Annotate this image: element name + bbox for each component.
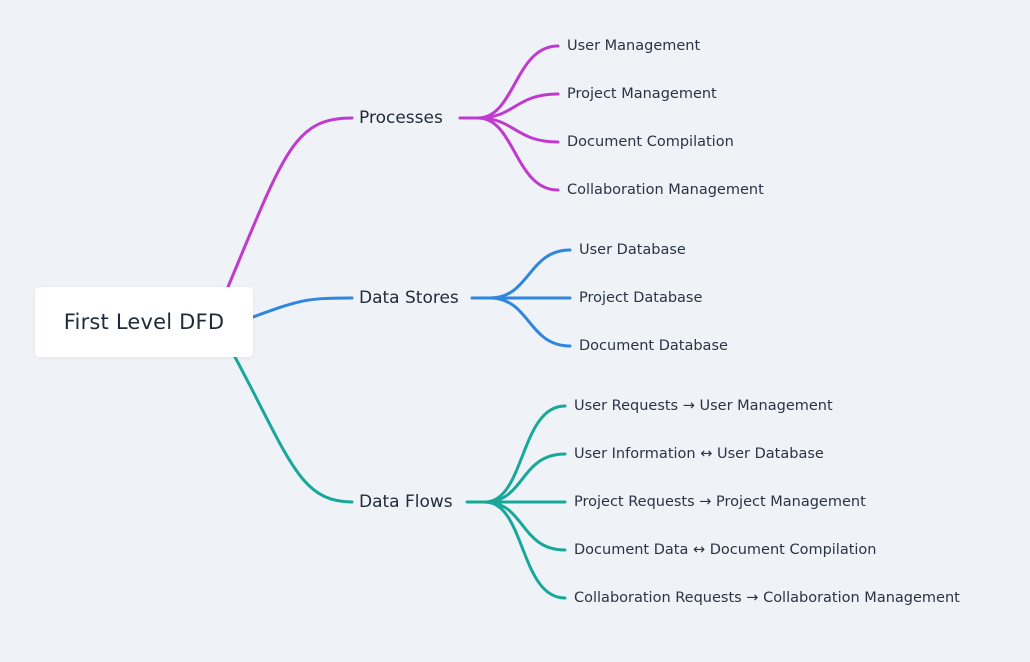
branch-processes[interactable]: Processes <box>359 108 443 128</box>
leaf-collaboration-management[interactable]: Collaboration Management <box>567 182 764 198</box>
connector-processes <box>226 116 354 289</box>
leaf-user-management[interactable]: User Management <box>567 38 701 54</box>
connector-processes-leaf-1 <box>476 44 560 120</box>
branch-data-stores[interactable]: Data Stores <box>359 288 459 308</box>
leaf-user-information-flow[interactable]: User Information ↔ User Database <box>574 446 824 462</box>
connector-datastores-leaf-3 <box>488 296 572 348</box>
connector-data-stores <box>251 296 354 319</box>
leaf-project-database[interactable]: Project Database <box>579 290 703 306</box>
connector-data-flows <box>233 355 354 504</box>
connector-processes-leaf-4 <box>476 116 560 192</box>
leaf-user-requests-flow[interactable]: User Requests → User Management <box>574 398 833 414</box>
root-node[interactable]: First Level DFD <box>35 287 253 357</box>
leaf-project-requests-flow[interactable]: Project Requests → Project Management <box>574 494 866 510</box>
leaf-collaboration-requests-flow[interactable]: Collaboration Requests → Collaboration M… <box>574 590 960 606</box>
connector-dataflows-leaf-1 <box>483 404 567 504</box>
leaf-project-management[interactable]: Project Management <box>567 86 717 102</box>
branch-data-flows[interactable]: Data Flows <box>359 492 453 512</box>
connector-dataflows-leaf-4 <box>483 500 567 552</box>
leaf-document-compilation[interactable]: Document Compilation <box>567 134 734 150</box>
connector-processes-leaf-2 <box>476 92 560 120</box>
root-node-label: First Level DFD <box>63 310 225 334</box>
leaf-document-database[interactable]: Document Database <box>579 338 728 354</box>
leaf-document-data-flow[interactable]: Document Data ↔ Document Compilation <box>574 542 877 558</box>
connector-dataflows-leaf-5 <box>483 500 567 600</box>
connector-datastores-leaf-1 <box>488 248 572 300</box>
leaf-user-database[interactable]: User Database <box>579 242 686 258</box>
connector-dataflows-leaf-2 <box>483 452 567 504</box>
